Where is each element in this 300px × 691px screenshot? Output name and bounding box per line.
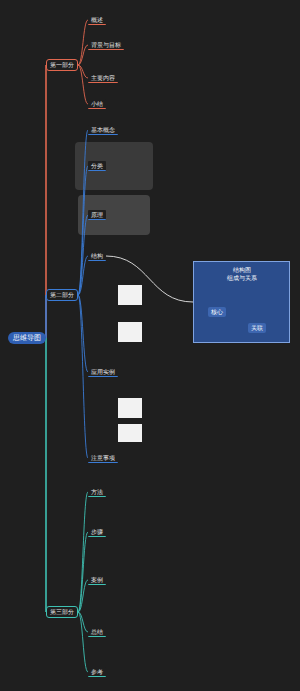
group-panel [78, 195, 150, 235]
branch-connector [78, 45, 88, 65]
branch-connector [78, 20, 88, 65]
topic-text: 结构图 [197, 266, 286, 274]
branch-connector [78, 295, 88, 458]
topic-text: 结构 [91, 252, 103, 260]
branch-connector [78, 612, 88, 672]
branch-connector [78, 256, 88, 295]
subtopic: 注意事项 [88, 453, 118, 464]
subtopic: 概述 [88, 15, 106, 26]
subtopic: 总结 [88, 627, 106, 638]
subtopic: 结构 [88, 251, 106, 262]
subtopic: 参考 [88, 667, 106, 678]
branch-connector [45, 338, 47, 612]
branch-connector [106, 256, 193, 302]
subtopic: 背景与目标 [88, 40, 124, 51]
image-thumbnail [118, 285, 142, 305]
root-topic: 思维导图 [8, 332, 46, 344]
branch-connector [78, 492, 88, 612]
subtopic: 方法 [88, 487, 106, 498]
topic-text: 第三部分 [50, 608, 74, 616]
topic-text: 方法 [91, 488, 103, 496]
concept-box: 关联 [248, 323, 266, 333]
image-thumbnail [118, 322, 142, 342]
subtopic: 应用实例 [88, 367, 118, 378]
concept-box: 核心 [208, 307, 226, 317]
main-topic: 第二部分 [46, 289, 78, 301]
topic-text: 关联 [251, 324, 263, 332]
topic-text: 案例 [91, 576, 103, 584]
group-panel [75, 142, 153, 190]
branch-connector [78, 295, 88, 372]
main-topic: 第一部分 [46, 59, 78, 71]
topic-text: 概述 [91, 16, 103, 24]
topic-text: 核心 [211, 308, 223, 316]
subtopic: 基本概念 [88, 125, 118, 136]
topic-text: 步骤 [91, 528, 103, 536]
image-thumbnail [118, 398, 142, 418]
subtopic: 步骤 [88, 527, 106, 538]
branch-connector [78, 532, 88, 612]
topic-text: 注意事项 [91, 454, 115, 462]
branch-connector [45, 295, 47, 338]
topic-text: 分类 [91, 162, 103, 170]
subtopic: 主要内容 [88, 73, 118, 84]
topic-text: 小结 [91, 100, 103, 108]
topic-text: 基本概念 [91, 126, 115, 134]
topic-text: 应用实例 [91, 368, 115, 376]
detail-panel: 结构图组成与关系核心关联 [193, 261, 290, 343]
topic-text: 总结 [91, 628, 103, 636]
subtopic: 分类 [88, 161, 106, 172]
branch-connector [78, 166, 88, 295]
subtopic: 案例 [88, 575, 106, 586]
branch-connector [78, 130, 88, 295]
branch-connector [78, 580, 88, 612]
subtopic: 原理 [88, 210, 106, 221]
topic-text: 参考 [91, 668, 103, 676]
subtopic: 小结 [88, 99, 106, 110]
main-topic: 第三部分 [46, 606, 78, 618]
topic-text: 主要内容 [91, 74, 115, 82]
branch-connector [78, 215, 88, 295]
image-thumbnail [118, 424, 142, 442]
topic-text: 思维导图 [13, 334, 41, 342]
topic-text: 原理 [91, 211, 103, 219]
topic-text: 第一部分 [50, 61, 74, 69]
topic-text: 背景与目标 [91, 41, 121, 49]
branch-connector [78, 65, 88, 104]
topic-text: 第二部分 [50, 291, 74, 299]
topic-note: 组成与关系 [197, 274, 286, 282]
